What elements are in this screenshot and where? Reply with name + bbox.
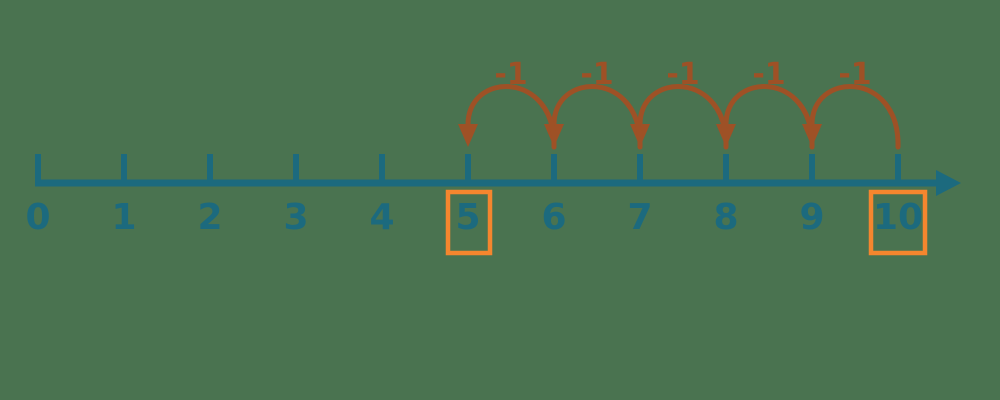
jump-arc-6-5 bbox=[465, 83, 557, 150]
jump-arc-7-6 bbox=[551, 83, 643, 150]
jump-label-7-6: -1 bbox=[580, 57, 613, 92]
tick-label-3: 3 bbox=[283, 197, 308, 238]
jump-label-9-8: -1 bbox=[752, 57, 785, 92]
highlight-box-10 bbox=[868, 189, 928, 256]
tick-label-8: 8 bbox=[713, 197, 738, 238]
tick-label-1: 1 bbox=[111, 197, 136, 238]
axis-arrowhead-icon bbox=[936, 170, 961, 196]
jump-arc-8-7 bbox=[637, 83, 729, 150]
jump-arrowhead-6-5 bbox=[458, 124, 478, 147]
jump-label-6-5: -1 bbox=[494, 57, 527, 92]
tick-label-10: 10 bbox=[873, 197, 923, 238]
tick-labels: 0 1 2 3 4 5 6 7 8 9 10 bbox=[25, 197, 923, 238]
jump-arc-10-9 bbox=[809, 83, 901, 150]
tick-label-5: 5 bbox=[455, 197, 480, 238]
tick-label-4: 4 bbox=[369, 197, 394, 238]
jump-label-8-7: -1 bbox=[666, 57, 699, 92]
highlight-box-5 bbox=[445, 189, 493, 256]
tick-label-0: 0 bbox=[25, 197, 50, 238]
tick-label-7: 7 bbox=[627, 197, 652, 238]
jump-label-10-9: -1 bbox=[838, 57, 871, 92]
tick-label-9: 9 bbox=[799, 197, 824, 238]
tick-label-6: 6 bbox=[541, 197, 566, 238]
jump-arcs: -1 -1 -1 -1 -1 bbox=[458, 57, 901, 150]
jump-arc-9-8 bbox=[723, 83, 815, 150]
tick-label-2: 2 bbox=[197, 197, 222, 238]
number-line-axis bbox=[35, 154, 961, 196]
highlight-boxes bbox=[445, 189, 928, 256]
